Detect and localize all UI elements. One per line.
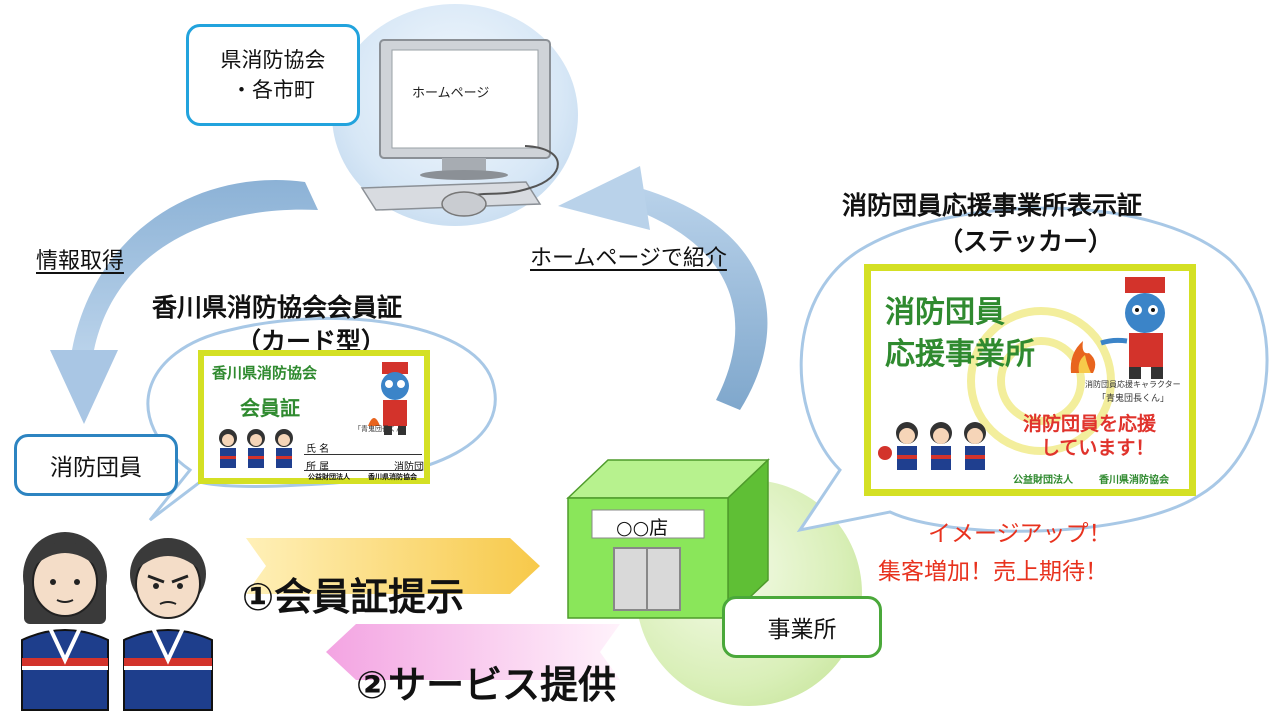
homepage-label: ホームページで紹介 [530,246,727,271]
sticker-msg-line1: 消防団員を応援 [1023,413,1157,435]
homepage-arrow-head [558,166,650,230]
card-header: 香川県消防協会 [212,364,318,382]
homepage-arrow [630,188,768,410]
sticker-firefighters-icon [878,422,986,470]
card-char-caption: 「青鬼団長くん」 [354,425,410,433]
step1-arrow [246,538,540,594]
sticker-main-line2: 応援事業所 [885,337,1035,372]
sticker-msg-line2: しています！ [1041,437,1155,459]
sticker-mascot-icon [1100,277,1165,379]
card-field-affil-line [304,470,422,471]
info-label: 情報取得 [36,249,125,274]
card-footer-left: 公益財団法人 [308,473,350,481]
benefit-line2: 集客増加！売上期待！ [878,559,1108,585]
flame-icon [1070,341,1096,373]
card-footer-right: 香川県消防協会 [368,473,417,481]
sticker-char-caption1: 消防団員応援キャラクター [1085,380,1181,389]
card-field-suffix: 消防団 [394,462,424,473]
info-arrow-head [50,350,118,424]
shop-sign: ○○店 [616,517,669,539]
step2-arrow [326,624,620,680]
org-line1: 県消防協会 [220,48,326,72]
benefit-line1: イメージアップ！ [928,521,1112,547]
card-field-name-line [304,454,422,455]
sticker-footer-left: 公益財団法人 [1013,475,1073,486]
info-arrow [72,180,318,350]
sticker-char-caption2: 「青鬼団長くん」 [1097,394,1170,404]
computer-screen-text: ホームページ [412,86,490,101]
office-box: 事業所 [722,596,882,658]
sticker-footer-right: 香川県消防協会 [1099,475,1169,486]
firefighter-members-illustration [21,532,213,711]
member-box: 消防団員 [14,434,178,496]
card-title-line1: 香川県消防協会会員証 [152,293,403,322]
card-main: 会員証 [240,396,300,420]
org-line2: ・各市町 [231,78,315,102]
sticker-emblem-watermark [967,307,1115,455]
sticker-main-line1: 消防団員 [885,295,1005,330]
step2-label: ②サービス提供 [356,663,617,707]
step1-label: ①会員証提示 [242,575,465,619]
mascot-icon [368,362,409,435]
membership-card: 香川県消防協会 会員証 「青鬼団長くん」 氏 名 所 属 消防団 公益財団法人 … [198,350,430,484]
computer-illustration [360,39,559,217]
firefighters-icon [219,429,293,468]
card-field-name: 氏 名 [306,444,330,455]
card-field-affil: 所 属 [306,462,330,473]
org-box: 県消防協会 ・各市町 [186,24,360,126]
sticker-title-line2: （ステッカー） [938,227,1114,256]
sticker-title-line1: 消防団員応援事業所表示証 [842,191,1143,220]
office-building-illustration [566,458,770,620]
sticker: 消防団員 応援事業所 消防団員応援キャラクター 「青鬼団長くん」 消防団員を応援… [864,264,1196,496]
